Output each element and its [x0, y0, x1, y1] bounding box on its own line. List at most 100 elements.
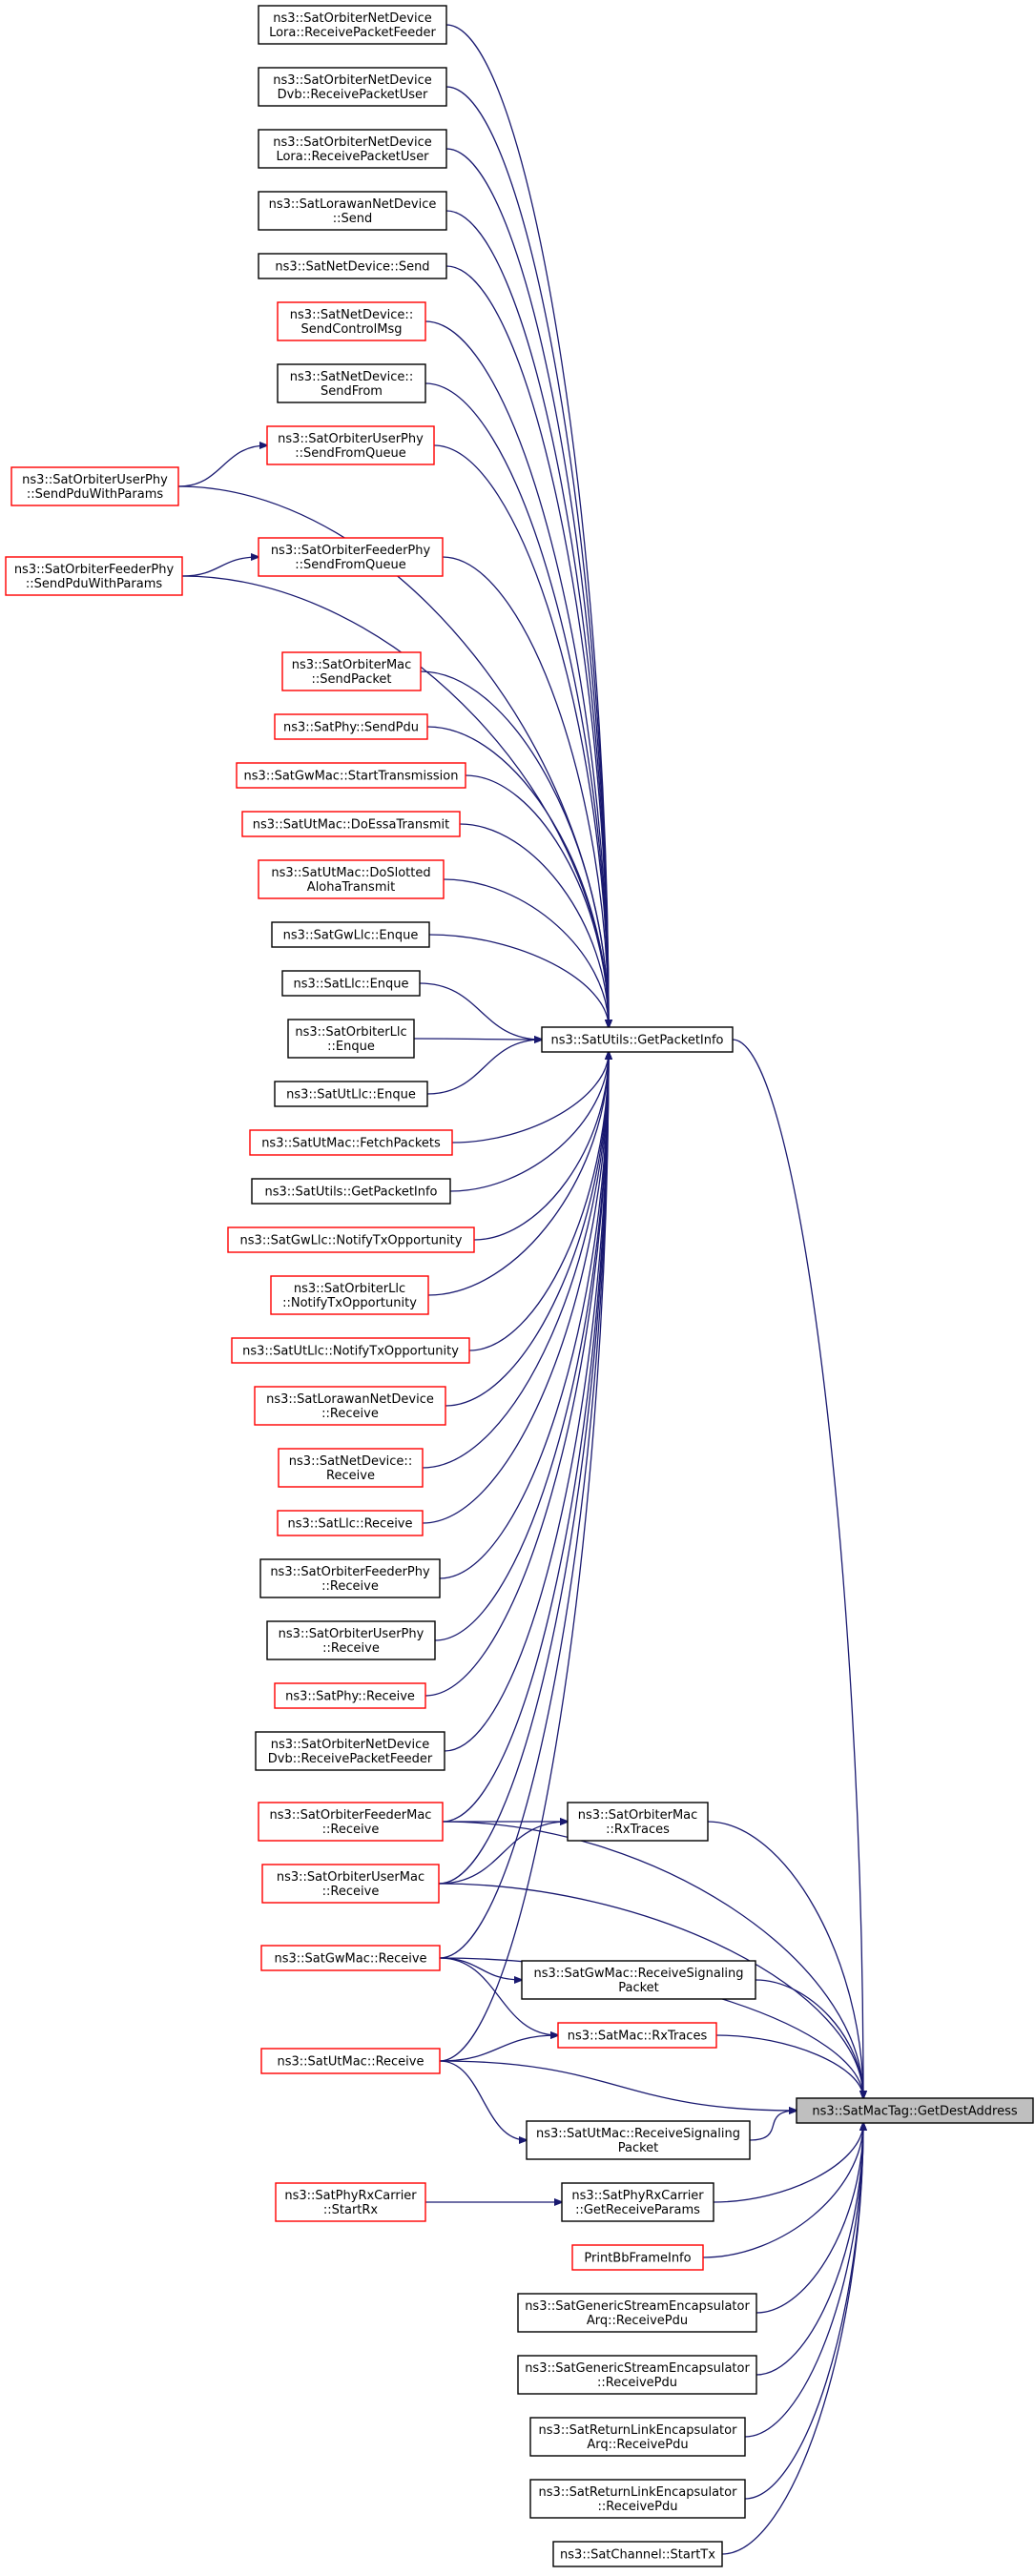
node-label-line: ns3::SatGwLlc::NotifyTxOpportunity: [240, 1234, 463, 1248]
node-nd_send[interactable]: ns3::SatNetDevice::Send: [258, 253, 447, 279]
node-lorawan_send[interactable]: ns3::SatLorawanNetDevice::Send: [258, 191, 447, 231]
node-box: [796, 2097, 1034, 2124]
node-label-line: ns3::SatNetDevice::: [290, 370, 413, 384]
node-box: [258, 191, 447, 231]
node-channel_starttx[interactable]: ns3::SatChannel::StartTx: [552, 2541, 723, 2567]
node-lorawan_recv[interactable]: ns3::SatLorawanNetDevice::Receive: [254, 1386, 446, 1426]
node-userphy_sfq[interactable]: ns3::SatOrbiterUserPhy::SendFromQueue: [266, 425, 435, 465]
node-printbb[interactable]: PrintBbFrameInfo: [571, 2244, 704, 2271]
edge-utmac_recv-to-target: [439, 2060, 797, 2111]
node-box: [277, 363, 426, 403]
node-label-line: Lora::ReceivePacketFeeder: [269, 26, 436, 40]
node-box: [552, 2541, 723, 2567]
node-label-line: ::StartRx: [323, 2203, 379, 2217]
node-gse_recv[interactable]: ns3::SatGenericStreamEncapsulator::Recei…: [517, 2355, 757, 2395]
node-llc_recv[interactable]: ns3::SatLlc::Receive: [277, 1510, 424, 1536]
node-feederphy_sfq[interactable]: ns3::SatOrbiterFeederPhy::SendFromQueue: [258, 537, 444, 577]
node-gwmac_starttx[interactable]: ns3::SatGwMac::StartTransmission: [236, 762, 466, 789]
node-box: [261, 1864, 440, 1904]
node-phy_sendpdu[interactable]: ns3::SatPhy::SendPdu: [274, 713, 428, 740]
nodes-layer: ns3::SatMacTag::GetDestAddressns3::SatUt…: [5, 5, 1034, 2567]
edge-orb_nd_lora_rpf-to-getpacketinfo: [445, 24, 609, 1027]
node-box: [277, 1510, 424, 1536]
node-utllc_enque[interactable]: ns3::SatUtLlc::Enque: [274, 1081, 428, 1107]
edge-orbmac_sendpacket-to-getpacketinfo: [420, 670, 609, 1027]
node-box: [561, 2182, 714, 2222]
edge-utils_gpi2-to-getpacketinfo: [449, 1052, 609, 1192]
node-mac_rxtraces[interactable]: ns3::SatMac::RxTraces: [557, 2022, 717, 2049]
node-orbmac_rxtraces[interactable]: ns3::SatOrbiterMac::RxTraces: [567, 1802, 709, 1842]
node-label-line: ns3::SatUtMac::DoSlotted: [271, 866, 430, 880]
node-box: [529, 2479, 746, 2519]
node-box: [529, 2417, 746, 2457]
node-utllc_ntx[interactable]: ns3::SatUtLlc::NotifyTxOpportunity: [231, 1337, 470, 1364]
node-box: [277, 301, 426, 341]
node-feederphy_recv[interactable]: ns3::SatOrbiterFeederPhy::Receive: [259, 1558, 441, 1598]
node-orb_nd_dvb_rpu[interactable]: ns3::SatOrbiterNetDeviceDvb::ReceivePack…: [258, 67, 447, 107]
node-utmac_recv[interactable]: ns3::SatUtMac::Receive: [260, 2048, 441, 2074]
node-label-line: ::Receive: [322, 1641, 380, 1656]
node-label-line: ::Enque: [327, 1040, 375, 1054]
node-gwmac_recv[interactable]: ns3::SatGwMac::Receive: [260, 1945, 441, 1971]
node-label-line: ns3::SatLlc::Enque: [293, 978, 408, 992]
node-rxcarrier_startrx[interactable]: ns3::SatPhyRxCarrier::StartRx: [275, 2182, 426, 2222]
edge-channel_starttx-to-target: [721, 2123, 863, 2555]
node-label-line: ns3::SatGenericStreamEncapsulator: [525, 2299, 750, 2314]
node-utmac_fetch[interactable]: ns3::SatUtMac::FetchPackets: [249, 1129, 453, 1156]
edge-gwmac_recv-to-gwmac_rsp: [439, 1957, 522, 1980]
node-feederphy_spwp[interactable]: ns3::SatOrbiterFeederPhy::SendPduWithPar…: [5, 556, 183, 596]
node-orbllc_ntx[interactable]: ns3::SatOrbiterLlc::NotifyTxOpportunity: [270, 1275, 429, 1315]
node-nd_recv[interactable]: ns3::SatNetDevice::Receive: [278, 1448, 424, 1488]
node-utmac_doessa[interactable]: ns3::SatUtMac::DoEssaTransmit: [241, 811, 461, 837]
node-usermac_recv[interactable]: ns3::SatOrbiterUserMac::Receive: [261, 1864, 440, 1904]
edge-usermac_recv-to-orbmac_rxtraces: [438, 1822, 568, 1885]
node-label-line: ns3::SatOrbiterNetDevice: [271, 1738, 430, 1752]
node-orb_nd_lora_rpf[interactable]: ns3::SatOrbiterNetDeviceLora::ReceivePac…: [258, 5, 447, 45]
node-gse_arq[interactable]: ns3::SatGenericStreamEncapsulatorArq::Re…: [517, 2293, 757, 2333]
edge-orb_nd_dvb_rpu-to-getpacketinfo: [445, 86, 609, 1027]
edge-rxcarrier_grp-to-target: [713, 2123, 863, 2203]
node-orb_nd_lora_rpu[interactable]: ns3::SatOrbiterNetDeviceLora::ReceivePac…: [258, 129, 447, 169]
node-orb_nd_dvb_rpf[interactable]: ns3::SatOrbiterNetDeviceDvb::ReceivePack…: [255, 1731, 445, 1771]
node-userphy_recv[interactable]: ns3::SatOrbiterUserPhy::Receive: [266, 1620, 436, 1660]
node-orbllc_enque[interactable]: ns3::SatOrbiterLlc::Enque: [287, 1019, 415, 1059]
node-rxcarrier_grp[interactable]: ns3::SatPhyRxCarrier::GetReceiveParams: [561, 2182, 714, 2222]
node-nd_sendfrom[interactable]: ns3::SatNetDevice::SendFrom: [277, 363, 426, 403]
node-label-line: ns3::SatMac::RxTraces: [568, 2030, 708, 2044]
node-rle_recv[interactable]: ns3::SatReturnLinkEncapsulator::ReceiveP…: [529, 2479, 746, 2519]
node-label-line: ns3::SatOrbiterUserPhy: [22, 473, 168, 487]
node-phy_recv[interactable]: ns3::SatPhy::Receive: [274, 1682, 426, 1709]
edge-feedermac_recv-to-getpacketinfo: [442, 1052, 609, 1823]
node-orbmac_sendpacket[interactable]: ns3::SatOrbiterMac::SendPacket: [281, 651, 422, 691]
node-label-line: ::SendFromQueue: [295, 446, 405, 461]
node-label-line: ns3::SatUtMac::FetchPackets: [261, 1137, 441, 1151]
node-label-line: ::Receive: [321, 1579, 379, 1594]
edge-feederphy_recv-to-getpacketinfo: [439, 1052, 609, 1579]
node-label-line: ::ReceivePdu: [597, 2376, 677, 2390]
node-nd_sendctrl[interactable]: ns3::SatNetDevice::SendControlMsg: [277, 301, 426, 341]
node-userphy_spwp[interactable]: ns3::SatOrbiterUserPhy::SendPduWithParam…: [10, 466, 179, 506]
node-box: [266, 425, 435, 465]
edge-gwmac_starttx-to-getpacketinfo: [465, 774, 609, 1027]
node-label-line: ns3::SatOrbiterMac: [292, 658, 412, 672]
node-rle_arq[interactable]: ns3::SatReturnLinkEncapsulatorArq::Recei…: [529, 2417, 746, 2457]
node-llc_enque[interactable]: ns3::SatLlc::Enque: [281, 970, 421, 997]
node-label-line: ns3::SatOrbiterMac: [578, 1808, 698, 1823]
edge-usermac_recv-to-target: [438, 1883, 863, 2098]
node-label-line: ns3::SatOrbiterNetDevice: [273, 135, 432, 150]
node-getpacketinfo[interactable]: ns3::SatUtils::GetPacketInfo: [541, 1026, 734, 1053]
node-feedermac_recv[interactable]: ns3::SatOrbiterFeederMac::Receive: [258, 1802, 444, 1842]
node-gwllc_ntx[interactable]: ns3::SatGwLlc::NotifyTxOpportunity: [227, 1226, 475, 1253]
edge-utmac_recv-to-getpacketinfo: [439, 1052, 609, 2062]
node-box: [278, 1448, 424, 1488]
edge-utmac_rsp-to-target: [749, 2111, 797, 2141]
node-utils_gpi2[interactable]: ns3::SatUtils::GetPacketInfo: [251, 1178, 451, 1205]
node-label-line: ::ReceivePdu: [598, 2500, 678, 2514]
edge-mac_rxtraces-to-target: [715, 2034, 863, 2098]
node-gwllc_enque[interactable]: ns3::SatGwLlc::Enque: [271, 921, 430, 948]
node-label-line: Dvb::ReceivePacketFeeder: [268, 1752, 433, 1766]
